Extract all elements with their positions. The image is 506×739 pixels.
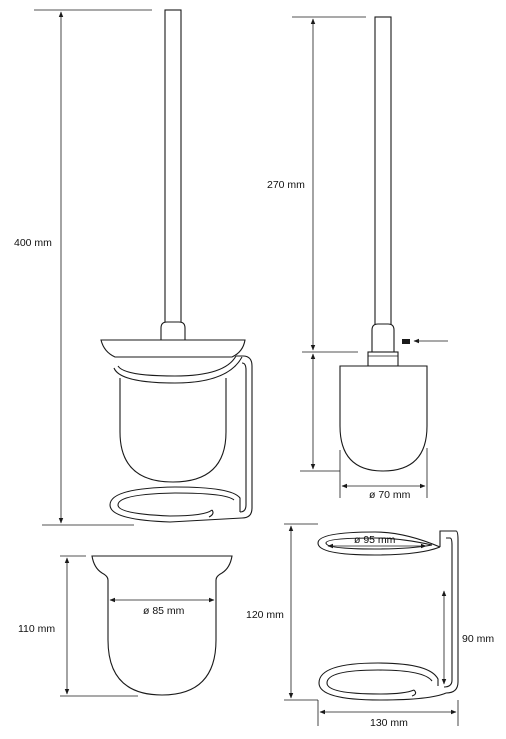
wire-end bbox=[208, 509, 214, 518]
label-270: 270 mm bbox=[267, 179, 305, 191]
holder-upright-inner bbox=[443, 537, 453, 688]
holder-bottom-loop-outer bbox=[318, 662, 447, 701]
holder-upright-outer bbox=[439, 530, 459, 694]
brush-head bbox=[339, 365, 428, 472]
label-90: 90 mm bbox=[462, 633, 494, 645]
view-holder: ø 95 mm 120 mm 90 mm 130 mm bbox=[246, 523, 494, 729]
screw-detail bbox=[402, 339, 410, 344]
handle-connector-2 bbox=[371, 323, 395, 352]
label-120: 120 mm bbox=[246, 609, 284, 621]
wire-base-inner bbox=[117, 492, 235, 517]
holder-top-ring-outer bbox=[317, 531, 441, 556]
holder-wire-end bbox=[411, 689, 417, 697]
glass-cup bbox=[91, 555, 233, 696]
brush-handle-2 bbox=[374, 16, 392, 328]
wire-rim bbox=[113, 356, 243, 384]
holder-bottom-loop-inner bbox=[326, 669, 433, 695]
holder-lid bbox=[100, 339, 246, 358]
label-95: ø 95 mm bbox=[354, 534, 396, 546]
wire-base-outer bbox=[109, 486, 243, 523]
handle-connector bbox=[160, 321, 186, 340]
brush-collar bbox=[367, 351, 399, 367]
view-brush-set: 400 mm bbox=[14, 9, 253, 526]
holder-top-ring-inner bbox=[325, 537, 433, 550]
view-cup: 110 mm ø 85 mm bbox=[18, 555, 233, 697]
brush-handle bbox=[164, 9, 182, 326]
label-130: 130 mm bbox=[370, 717, 408, 729]
label-400: 400 mm bbox=[14, 237, 52, 249]
wire-upright-outer bbox=[236, 355, 253, 519]
view-brush: 270 mm ø 70 mm bbox=[267, 16, 448, 501]
wire-upright-inner bbox=[239, 362, 247, 513]
label-85: ø 85 mm bbox=[143, 605, 185, 617]
wire-rim-inner bbox=[117, 355, 237, 377]
label-70: ø 70 mm bbox=[369, 489, 411, 501]
label-110: 110 mm bbox=[18, 623, 55, 635]
holder-cup bbox=[119, 378, 227, 483]
